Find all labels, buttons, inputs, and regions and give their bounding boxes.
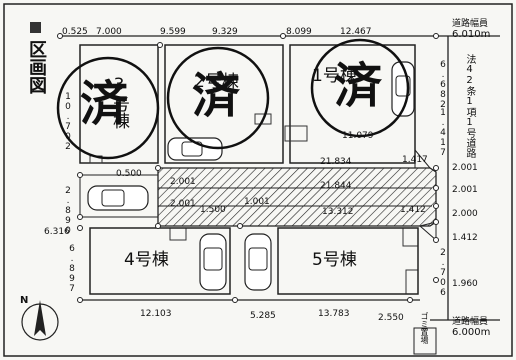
lot-5-outline [277, 227, 419, 295]
car-icon [87, 185, 149, 211]
dimension-label: 1.001 [244, 197, 270, 207]
entry-step [254, 113, 272, 125]
dimension-label: 1.500 [200, 205, 226, 215]
dimension-label: 8.099 [286, 27, 312, 37]
parking-bay [79, 174, 159, 218]
dimension-label: 1.412 [400, 205, 426, 215]
lot-2-label: 2号棟 [194, 72, 239, 92]
dimension-label: 12.103 [140, 309, 172, 319]
garbage-area-box [405, 269, 419, 295]
dimension-label: 1.417 [402, 155, 428, 165]
dimension-label: 21.834 [320, 157, 352, 167]
dimension-label: 0.500 [116, 169, 142, 179]
dimension-label: 0.525 [62, 27, 88, 37]
road-width-label: 道路幅員 [452, 317, 489, 327]
page-title: 区画図 [26, 40, 47, 94]
dimension-label: 12.467 [340, 27, 372, 37]
dimension-label: 2.706 [438, 248, 448, 298]
road-width-value: 6.010m [452, 29, 491, 40]
entry-step [169, 227, 187, 241]
sold-stamp-circle [166, 46, 270, 150]
dimension-label: 2.550 [378, 313, 404, 323]
dimension-label: 1.417 [438, 108, 448, 158]
dimension-label: 6.682 [438, 60, 448, 110]
sold-stamp-circle [310, 38, 410, 138]
corner-cut [414, 148, 432, 169]
garbage-label: ゴミ置場 [420, 312, 429, 344]
drawing-frame [3, 3, 513, 357]
car-icon [244, 233, 272, 291]
dimension-label: 13.783 [318, 309, 350, 319]
dimension-label: 13.312 [322, 207, 354, 217]
dimension-label: 11.079 [342, 131, 374, 141]
entry-step [402, 227, 419, 247]
dimension-label: 1.960 [452, 279, 478, 289]
dimension-label: 21.844 [320, 181, 352, 191]
north-label: N [20, 295, 29, 306]
corner-cut [418, 221, 437, 242]
dimension-label: 2.000 [452, 209, 478, 219]
dimension-label: 2.001 [452, 185, 478, 195]
lot-2-outline [164, 44, 284, 164]
dimension-label: 6.316 [44, 227, 70, 237]
dimension-label: 7.000 [96, 27, 122, 37]
dimension-label: 9.329 [212, 27, 238, 37]
sold-stamp: 済 [80, 76, 129, 132]
sold-stamp: 済 [192, 68, 241, 124]
entry-step [284, 125, 308, 142]
car-icon [199, 233, 227, 291]
sold-stamp: 済 [334, 58, 383, 114]
car-icon [391, 61, 415, 117]
dimension-label: 2.001 [452, 163, 478, 173]
dimension-label: 5.285 [250, 311, 276, 321]
car-icon [167, 137, 223, 161]
dimension-label: 2.001 [170, 199, 196, 209]
lot-1-outline [289, 44, 416, 164]
lot-5-label: 5号棟 [312, 250, 357, 270]
dimension-label: 10.702 [63, 92, 73, 152]
lot-3-label: 3号棟 [109, 75, 129, 129]
title-mark [30, 22, 41, 33]
road-classification: 法42条1項1号道路 [464, 54, 475, 158]
road-width-value: 6.000m [452, 327, 491, 338]
lot-1-label: 1号棟 [312, 66, 357, 86]
dimension-label: 1.412 [452, 233, 478, 243]
north-arrow-icon [21, 300, 59, 341]
dimension-label: 9.599 [160, 27, 186, 37]
garbage-icon [413, 327, 437, 355]
private-road-area [157, 167, 437, 227]
lot-4-label: 4号棟 [124, 250, 169, 270]
dimension-label: 2.001 [170, 177, 196, 187]
dimension-label: 6.897 [67, 244, 77, 294]
boundary-markers [57, 33, 439, 303]
road-width-label: 道路幅員 [452, 19, 489, 29]
dimension-label: 2.890 [63, 186, 73, 236]
sold-stamp-circle [56, 56, 160, 160]
